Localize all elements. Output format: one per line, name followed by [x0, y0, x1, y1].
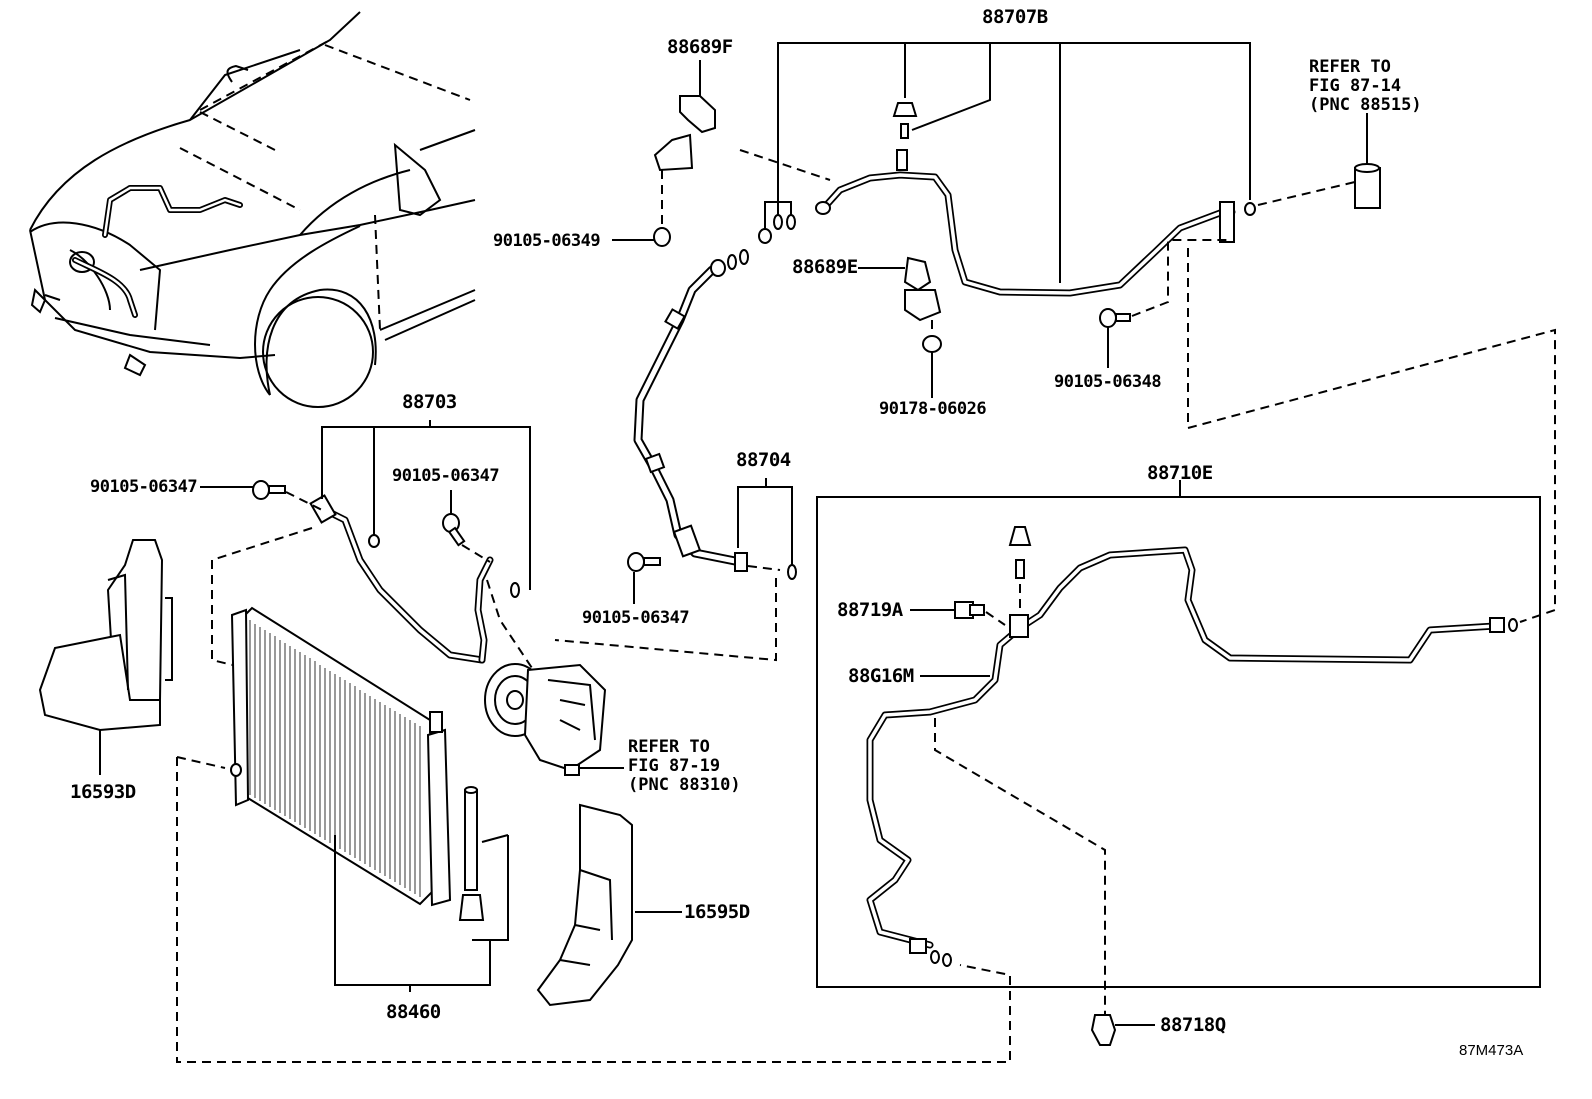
- liquid-pipe-box: [816, 480, 1541, 1015]
- reference-87-19-line-1: REFER TO: [628, 737, 710, 757]
- vehicle-outline: [29, 11, 476, 408]
- condenser: [176, 606, 1011, 1063]
- label-88704: 88704: [736, 449, 791, 471]
- label-88703: 88703: [402, 391, 457, 413]
- label-88689e: 88689E: [792, 256, 858, 278]
- label-90105-06347-lower: 90105-06347: [582, 608, 690, 628]
- label-90178-06026: 90178-06026: [879, 399, 987, 419]
- label-90105-06347-upper: 90105-06347: [392, 466, 500, 486]
- bolt-90105-06348: [1099, 239, 1228, 368]
- reference-87-19-line-3: (PNC 88310): [628, 775, 741, 796]
- label-88g16m: 88G16M: [848, 665, 914, 687]
- label-88460: 88460: [386, 1001, 441, 1023]
- reference-87-14-line-2: FIG 87-14: [1309, 76, 1402, 97]
- label-90105-06347-left: 90105-06347: [90, 477, 198, 497]
- label-88707b: 88707B: [982, 6, 1048, 28]
- label-90105-06348: 90105-06348: [1054, 372, 1162, 392]
- bracket-88689e: [858, 256, 942, 398]
- reference-87-14-line-1: REFER TO: [1309, 57, 1391, 77]
- hose-88703: [200, 420, 541, 681]
- label-88719a: 88719A: [837, 599, 903, 621]
- figure-code: 87M473A: [1459, 1042, 1524, 1059]
- reference-87-14-line-3: (PNC 88515): [1309, 95, 1422, 116]
- label-16593d: 16593D: [70, 781, 136, 803]
- label-16595d: 16595D: [684, 901, 750, 923]
- part-88718q: [1090, 1014, 1155, 1046]
- discharge-hose-88704: [554, 249, 797, 662]
- label-88718q: 88718Q: [1160, 1014, 1226, 1036]
- air-guide-16593d: [38, 539, 173, 775]
- compressor: [484, 663, 624, 776]
- air-guide-16595d: [536, 803, 682, 1007]
- suction-pipe-88707b: [739, 42, 1356, 297]
- reference-part-87-14: [1354, 113, 1381, 209]
- label-88689f: 88689F: [667, 36, 733, 58]
- label-90105-06349: 90105-06349: [493, 231, 601, 251]
- bracket-88689f: [612, 60, 716, 247]
- label-88710e: 88710E: [1147, 462, 1213, 484]
- reference-87-19-line-2: FIG 87-19: [628, 756, 721, 777]
